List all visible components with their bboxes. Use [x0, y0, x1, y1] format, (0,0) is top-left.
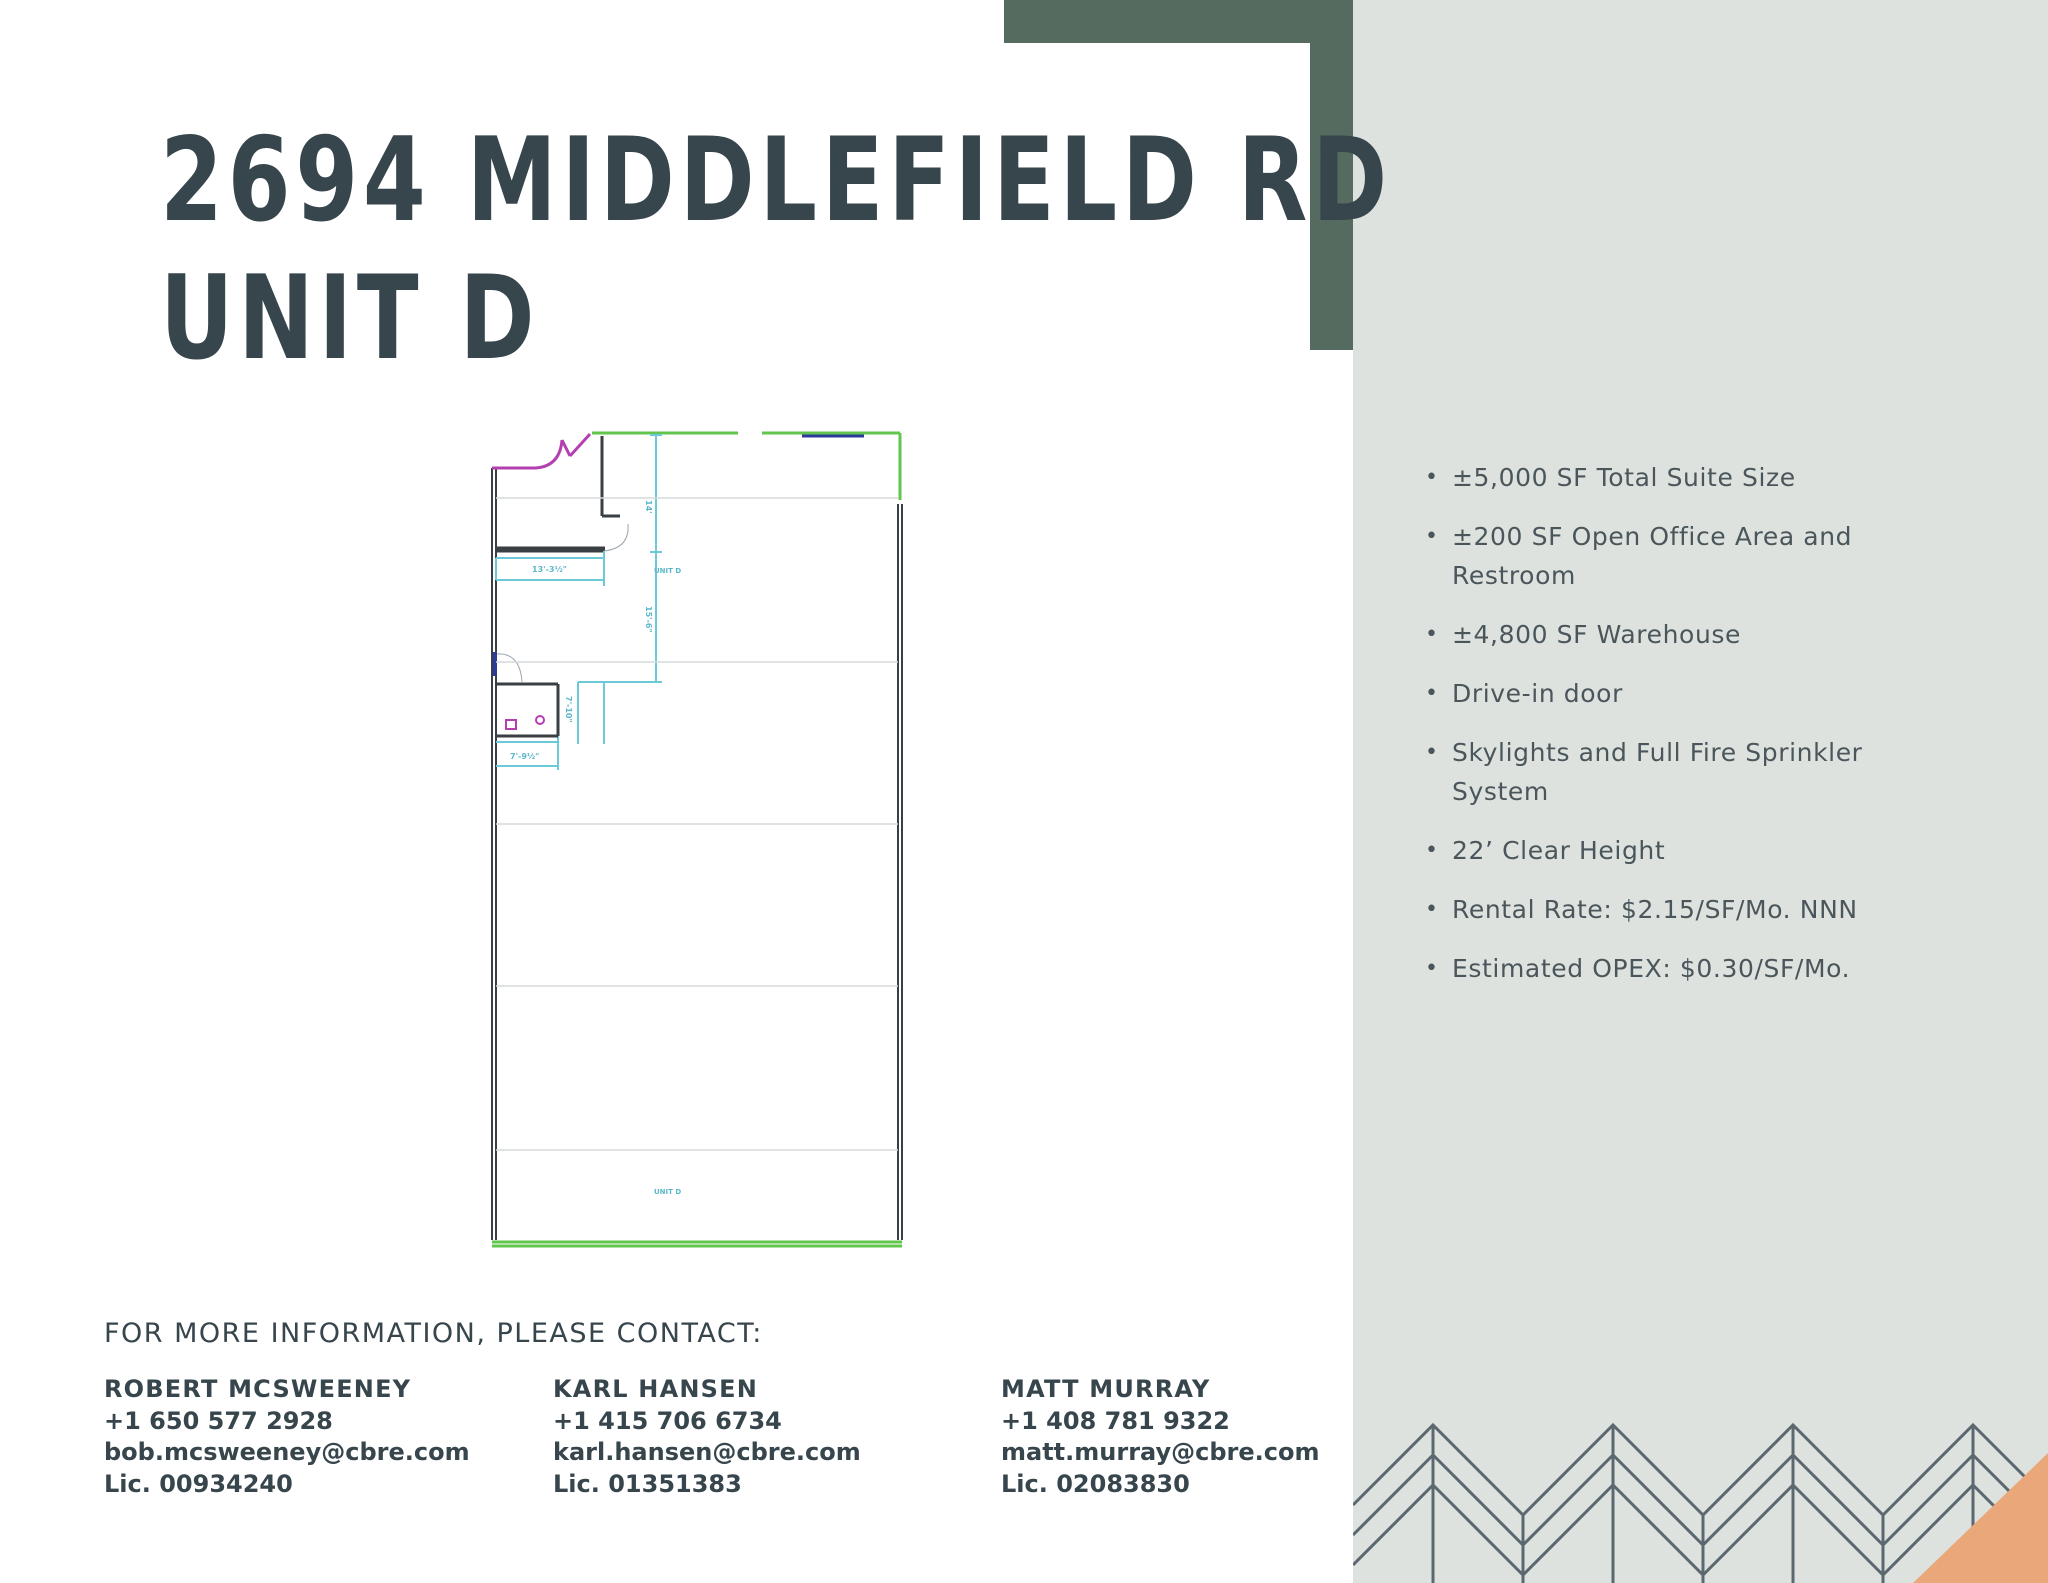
bullet-icon: • — [1425, 465, 1439, 490]
sink-icon — [505, 719, 517, 730]
toilet-icon — [535, 715, 545, 725]
contact-phone[interactable]: +1 415 706 6734 — [553, 1406, 782, 1435]
accent-bar-top — [1004, 0, 1353, 43]
entry-door — [492, 432, 592, 470]
feature-item: • Estimated OPEX: $0.30/SF/Mo. — [1425, 949, 1945, 988]
dim-label-mid: 15'-6" — [644, 606, 653, 633]
feature-item: • Rental Rate: $2.15/SF/Mo. NNN — [1425, 890, 1945, 929]
unit-label-bottom: UNIT D — [654, 1188, 681, 1196]
feature-item: • ±200 SF Open Office Area and Restroom — [1425, 517, 1945, 595]
unit-label-top: UNIT D — [654, 567, 681, 575]
contact-license: Lic. 02083830 — [1001, 1469, 1190, 1498]
dimension-lines — [495, 434, 662, 770]
bullet-icon: • — [1425, 956, 1439, 981]
contact-phone[interactable]: +1 408 781 9322 — [1001, 1406, 1230, 1435]
bullet-icon: • — [1425, 524, 1439, 549]
contact-email[interactable]: karl.hansen@cbre.com — [553, 1438, 861, 1466]
accent-bar-side — [1310, 0, 1353, 350]
contact-license: Lic. 01351383 — [553, 1469, 742, 1498]
corner-accent-triangle — [1913, 1453, 2048, 1583]
contact-card-matt: MATT MURRAY +1 408 781 9322 matt.murray@… — [1001, 1374, 1441, 1500]
bullet-icon: • — [1425, 740, 1439, 765]
title-line-unit: UNIT D — [160, 251, 540, 386]
outer-walls — [491, 468, 903, 1240]
restroom-walls — [496, 682, 560, 738]
feature-item: • ±5,000 SF Total Suite Size — [1425, 458, 1945, 497]
page-title: 2694 MIDDLEFIELD RD UNIT D — [160, 112, 1392, 388]
dim-label-restroom-width: 7'-9½" — [510, 751, 539, 761]
feature-item: • ±4,800 SF Warehouse — [1425, 615, 1945, 654]
contact-name: MATT MURRAY — [1001, 1375, 1211, 1403]
feature-panel-background — [1353, 0, 2048, 1583]
grid-lines — [496, 497, 898, 1151]
contact-email[interactable]: matt.murray@cbre.com — [1001, 1438, 1320, 1466]
restroom-door-swing — [495, 653, 523, 683]
feature-text: ±4,800 SF Warehouse — [1452, 620, 1741, 649]
dim-label-top: 14' — [644, 500, 653, 514]
contact-card-karl: KARL HANSEN +1 415 706 6734 karl.hansen@… — [553, 1374, 993, 1500]
contact-heading: FOR MORE INFORMATION, PLEASE CONTACT: — [104, 1318, 763, 1349]
feature-text: Rental Rate: $2.15/SF/Mo. NNN — [1452, 895, 1858, 924]
contact-phone[interactable]: +1 650 577 2928 — [104, 1406, 333, 1435]
feature-text: Drive-in door — [1452, 679, 1623, 708]
feature-text: ±200 SF Open Office Area and Restroom — [1452, 522, 1853, 590]
bullet-icon: • — [1425, 897, 1439, 922]
feature-text: Estimated OPEX: $0.30/SF/Mo. — [1452, 954, 1851, 983]
feature-item: • 22’ Clear Height — [1425, 831, 1945, 870]
title-line-address: 2694 MIDDLEFIELD RD — [160, 113, 1392, 248]
feature-text: 22’ Clear Height — [1452, 836, 1666, 865]
office-door-swing — [603, 523, 629, 552]
contact-email[interactable]: bob.mcsweeney@cbre.com — [104, 1438, 470, 1466]
contact-license: Lic. 00934240 — [104, 1469, 293, 1498]
feature-text: Skylights and Full Fire Sprinkler System — [1452, 738, 1863, 806]
office-walls — [496, 436, 620, 553]
feature-text: ±5,000 SF Total Suite Size — [1452, 463, 1796, 492]
contact-name: KARL HANSEN — [553, 1375, 759, 1403]
decorative-chevron-pattern — [1353, 1422, 2048, 1583]
bullet-icon: • — [1425, 622, 1439, 647]
bullet-icon: • — [1425, 838, 1439, 863]
boundary-lines — [492, 431, 902, 1248]
feature-list: • ±5,000 SF Total Suite Size • ±200 SF Ope… — [1425, 458, 1945, 1008]
dim-label-office-width: 13'-3½" — [532, 564, 567, 574]
feature-item: • Drive-in door — [1425, 674, 1945, 713]
dim-label-restroom-height: 7'-10" — [564, 696, 573, 723]
contact-name: ROBERT MCSWEENEY — [104, 1375, 412, 1403]
bullet-icon: • — [1425, 681, 1439, 706]
floor-plan-drawing: 13'-3½" 14' 15'-6" 7'-10" 7'-9½" UNIT D … — [491, 431, 903, 1248]
contact-card-robert: ROBERT MCSWEENEY +1 650 577 2928 bob.mcs… — [104, 1374, 544, 1500]
feature-item: • Skylights and Full Fire Sprinkler Syste… — [1425, 733, 1945, 811]
